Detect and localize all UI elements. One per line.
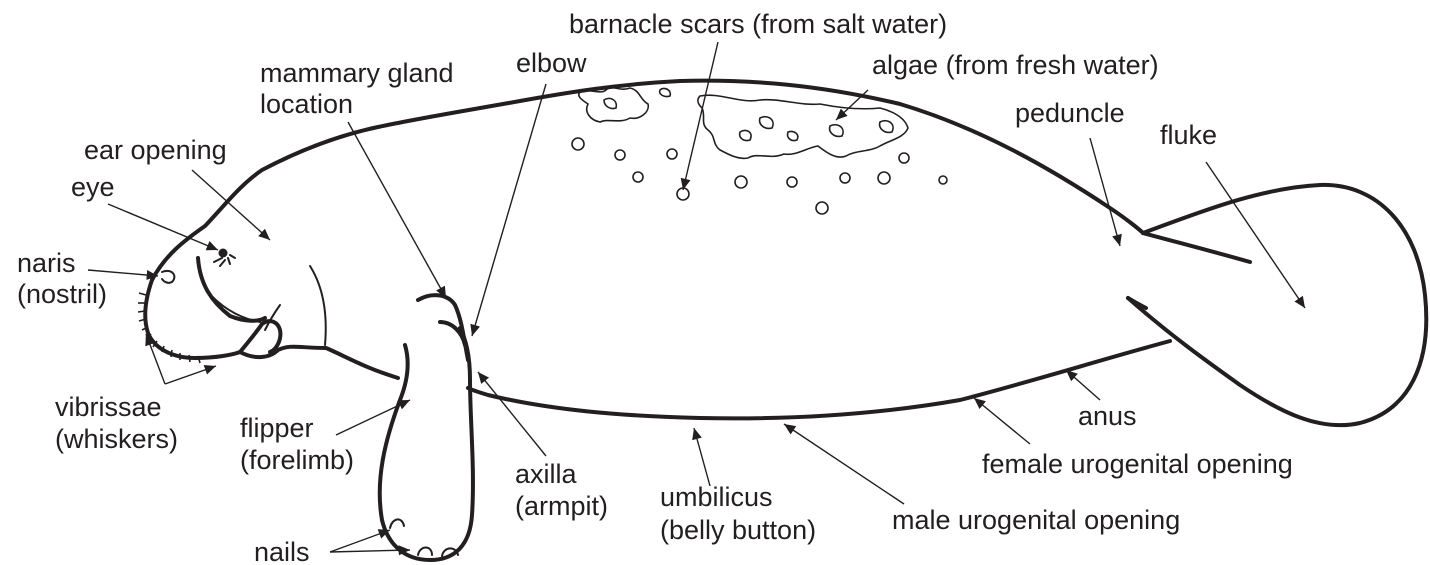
label-fluke: fluke: [1160, 120, 1217, 150]
label-forelimb: (forelimb): [240, 445, 354, 475]
nails-leader-1: [330, 530, 390, 552]
label-armpit: (armpit): [515, 491, 608, 521]
label-male-urogenital: male urogenital opening: [892, 505, 1180, 535]
axilla-leader: [478, 372, 546, 456]
naris-leader: [88, 270, 158, 276]
barnacle-scars: [572, 138, 947, 214]
label-nails: nails: [254, 537, 310, 565]
label-axilla: axilla: [515, 459, 578, 489]
label-eye: eye: [71, 172, 115, 202]
label-mammary-gland: mammary gland: [260, 58, 454, 88]
label-umbilicus: umbilicus: [660, 482, 773, 512]
flipper-elbow-fold: [418, 295, 468, 360]
peduncle-leader: [1090, 138, 1120, 246]
eye-mark: [214, 249, 235, 267]
label-nostril: (nostril): [17, 279, 107, 309]
fluke-leader: [1206, 162, 1305, 308]
label-peduncle: peduncle: [1015, 98, 1125, 128]
label-flipper: flipper: [240, 413, 314, 443]
fluke-outline: [1128, 185, 1426, 425]
label-mammary-location: location: [260, 89, 353, 119]
label-anus: anus: [1078, 401, 1137, 431]
neck-fold: [310, 266, 326, 345]
flipper-outline: [380, 328, 473, 560]
flipper-leader: [336, 400, 410, 435]
female-urogenital-leader: [974, 398, 1030, 444]
label-algae: algae (from fresh water): [872, 50, 1159, 80]
nails-leader-2: [330, 550, 410, 552]
label-whiskers: (whiskers): [55, 424, 178, 454]
ear-leader: [192, 170, 270, 240]
label-barnacle-scars: barnacle scars (from salt water): [569, 9, 947, 39]
male-urogenital-leader: [784, 424, 904, 504]
labels: barnacle scars (from salt water) algae (…: [17, 9, 1293, 565]
label-belly-button: (belly button): [660, 515, 816, 545]
anus-leader: [1066, 370, 1100, 400]
vibrissae-leader-2: [165, 366, 216, 384]
label-ear-opening: ear opening: [84, 135, 227, 165]
mammary-leader: [348, 122, 446, 298]
label-naris: naris: [17, 248, 76, 278]
manatee-outline: [138, 81, 1426, 560]
umbilicus-leader: [694, 428, 710, 486]
label-elbow: elbow: [516, 48, 587, 78]
elbow-leader: [472, 84, 546, 336]
label-female-urogenital: female urogenital opening: [982, 449, 1293, 479]
nostril-mark: [162, 271, 174, 283]
mouth-line: [240, 321, 280, 352]
snout-outline: [145, 280, 398, 378]
label-vibrissae: vibrissae: [55, 392, 162, 422]
fluke-inner-edge: [1143, 233, 1250, 262]
barnacle-leader: [683, 42, 718, 190]
manatee-belly-outline: [468, 341, 1170, 418]
